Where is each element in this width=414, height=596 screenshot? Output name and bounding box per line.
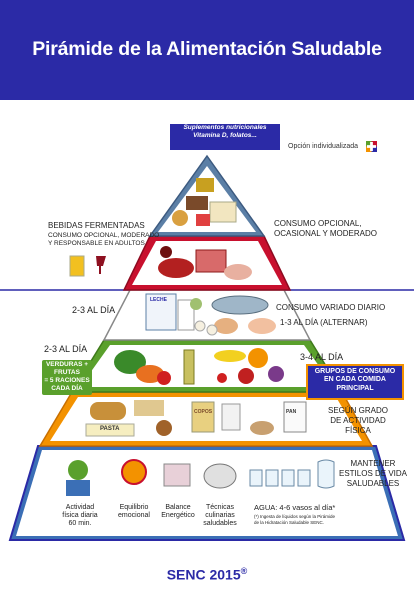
five-a-day-box: VERDURAS + FRUTAS = 5 RACIONES CADA DÍA	[42, 360, 92, 395]
fermented-title: BEBIDAS FERMENTADAS	[48, 221, 145, 230]
cereals-line2: DE ACTIVIDAD	[330, 416, 386, 425]
tomato-icon	[157, 371, 171, 385]
registered-mark: ®	[240, 566, 248, 576]
wine-icon	[96, 256, 106, 274]
five-a-day-line4: CADA DÍA	[51, 385, 83, 393]
base-item-emotional: Equilibrio emocional	[118, 504, 150, 520]
activity-icon	[68, 460, 88, 480]
milk-label: LECHE	[150, 297, 167, 303]
lifestyle-line3: SALUDABLES	[346, 479, 400, 488]
occasional-line2: OCASIONAL Y MODERADO	[274, 229, 377, 238]
protein-right-line2: 1-3 AL DÍA (ALTERNAR)	[280, 318, 368, 327]
butter-icon	[209, 201, 237, 223]
meat-icon	[195, 249, 227, 273]
orange-icon	[248, 348, 268, 368]
veg-left-freq: 2-3 AL DÍA	[44, 344, 88, 354]
bread-label: PAN	[286, 409, 297, 415]
emotional-icon	[121, 459, 147, 485]
bread-icon	[90, 402, 126, 420]
base-item-activity: Actividad física diaria 60 min.	[62, 504, 98, 528]
snack-icon	[172, 210, 188, 226]
beer-icon	[69, 255, 85, 277]
cereals-line1: SEGÚN GRADO	[327, 406, 388, 415]
banana-icon	[214, 350, 246, 362]
header-banner	[0, 0, 414, 100]
fermented-line2: Y RESPONSABLE EN ADULTOS	[48, 240, 145, 247]
five-a-day-line1: VERDURAS +	[45, 361, 89, 368]
food-pyramid	[0, 154, 414, 541]
supplements-line1: Suplementos nutricionales	[183, 124, 267, 131]
cereal-box-icon	[191, 401, 215, 433]
groups-line2: EN CADA COMIDA	[324, 376, 386, 384]
protein-right-line1: CONSUMO VARIADO DIARIO	[276, 303, 386, 312]
chorizo-icon	[160, 246, 172, 258]
base-item-balance: Balance Energético	[161, 504, 195, 520]
milk-carton-icon	[145, 293, 177, 331]
water-note2: de la Hidratación Saludable SENC.	[254, 520, 325, 525]
bacon-icon	[224, 264, 252, 280]
fruit-right-freq: 3-4 AL DÍA	[300, 352, 344, 362]
cherry-icon	[217, 373, 227, 383]
egg-icon	[194, 320, 206, 332]
grapes-icon	[268, 366, 284, 382]
rice-icon	[134, 400, 164, 416]
carrot-icon	[136, 365, 164, 383]
lifestyle-line2: ESTILOS DE VIDA	[338, 469, 408, 478]
optional-label: Opción individualizada	[288, 143, 359, 150]
fermented-line1: CONSUMO OPCIONAL, MODERADO	[48, 232, 160, 239]
legume-icon	[190, 298, 202, 310]
candy-icon	[196, 214, 210, 226]
lifestyle-line1: MANTENER	[350, 459, 396, 468]
broccoli-icon	[114, 350, 146, 374]
sweets-icon	[196, 178, 214, 192]
tier-protein	[102, 289, 312, 341]
supplements-box: Suplementos nutricionales Vitamina D, fo…	[170, 124, 280, 150]
legume-jar-icon	[283, 401, 307, 433]
supplements-line2: Vitamina D, folatos...	[193, 132, 257, 140]
pasta-icon	[85, 423, 135, 437]
balance-icon	[163, 463, 191, 487]
milk-bottle-icon	[177, 299, 195, 331]
groups-line1: GRUPOS DE CONSUMO	[314, 368, 396, 375]
chocolate-icon	[186, 196, 208, 210]
brand-footer: SENC 2015®	[0, 566, 414, 583]
water-jug-icon	[317, 459, 335, 489]
cooking-icon	[203, 463, 237, 489]
water-glass-icon	[249, 469, 263, 487]
five-a-day-line3: = 5 RACIONES	[44, 377, 90, 385]
flour-jar-icon	[221, 403, 241, 431]
five-a-day-line2: FRUTAS	[54, 369, 80, 377]
ham-icon	[248, 318, 276, 334]
water-note1: (*) Ingesta de líquidos según la Pirámid…	[254, 514, 336, 519]
cereals-line3: FÍSICA	[345, 426, 371, 435]
groups-line3: PRINCIPAL	[336, 384, 374, 392]
water-title: AGUA: 4-6 vasos al día*	[254, 503, 336, 512]
footer	[0, 560, 414, 596]
pasta-label: PASTA	[100, 426, 120, 432]
brand-name: SENC 2015	[166, 566, 241, 583]
protein-left-freq: 2-3 AL DÍA	[72, 305, 116, 315]
flakes-label: COPOS	[194, 409, 213, 415]
oil-bottle-icon	[183, 349, 195, 385]
chicken-icon	[214, 318, 238, 334]
groups-box: GRUPOS DE CONSUMO EN CADA COMIDA PRINCIP…	[306, 364, 404, 400]
sausage-icon	[158, 258, 194, 278]
fish-icon	[211, 295, 269, 315]
potato-icon	[250, 421, 274, 435]
medical-cross-icon	[366, 141, 377, 152]
occasional-line1: CONSUMO OPCIONAL,	[274, 219, 362, 228]
base-item-cooking: Técnicas culinarias saludables	[203, 504, 237, 528]
apple-icon	[238, 368, 254, 384]
page-title: Pirámide de la Alimentación Saludable	[32, 38, 382, 60]
nuts-icon	[156, 420, 172, 436]
